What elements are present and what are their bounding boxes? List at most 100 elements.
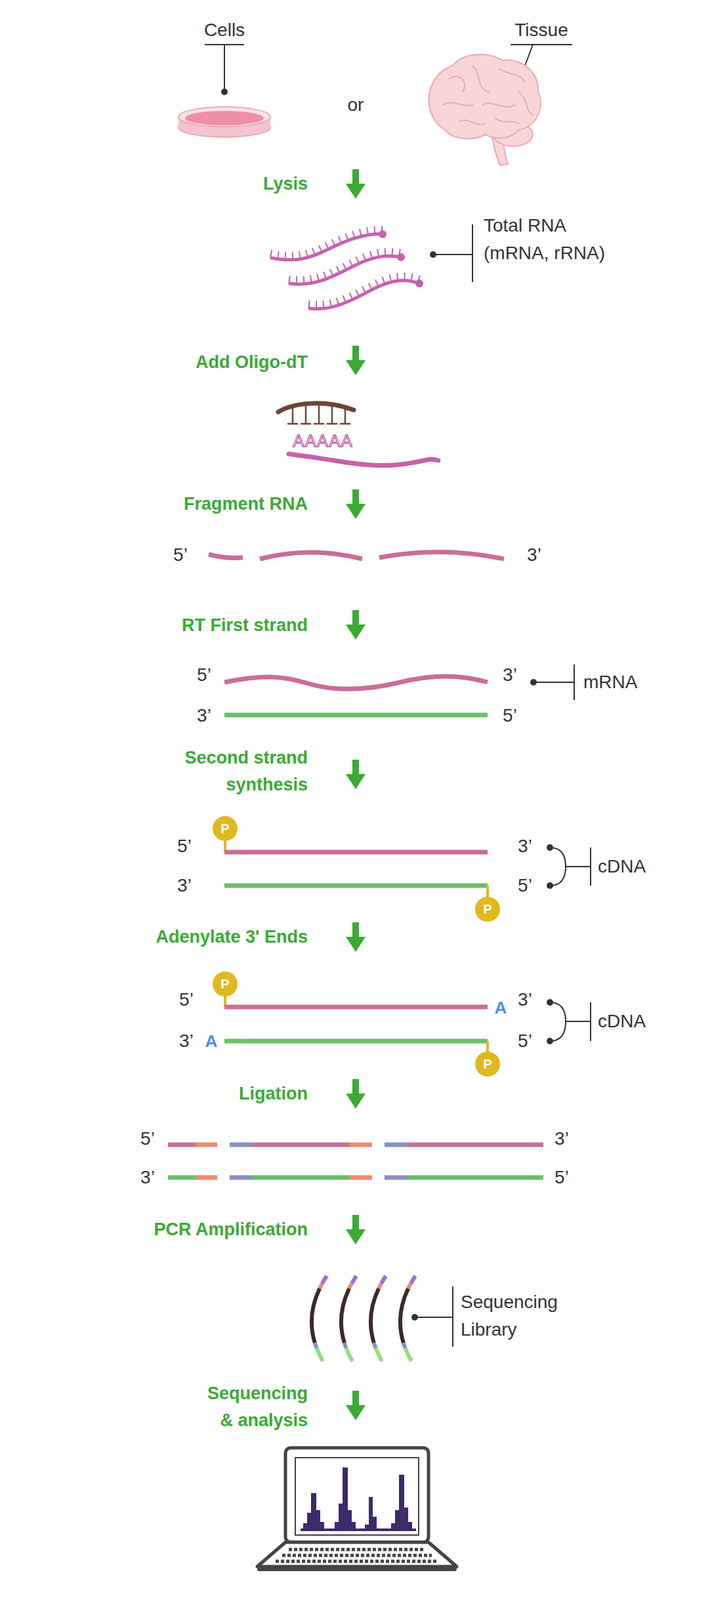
chart-bar — [408, 1522, 413, 1532]
adapter-segment — [349, 1143, 373, 1148]
strand-end: 3’ — [526, 541, 542, 569]
step-arrow — [345, 759, 366, 790]
laptop-screen — [285, 1448, 429, 1543]
library-strand — [311, 1276, 327, 1362]
chart-bar — [334, 1522, 339, 1532]
bracket — [549, 1002, 591, 1042]
library-strand — [370, 1276, 386, 1362]
bracket — [452, 1286, 454, 1348]
laptop-edge — [257, 1567, 457, 1572]
step-label: Add Oligo-dT — [195, 349, 308, 377]
strand-end: 3’ — [177, 872, 192, 900]
library-strand — [341, 1276, 357, 1362]
strand-end: 3’ — [196, 702, 212, 730]
callout-label: Sequencing Library — [460, 1288, 586, 1344]
cell-medium — [185, 110, 264, 126]
strand-end: 5’ — [140, 1125, 155, 1153]
chart-bar — [368, 1497, 373, 1532]
rna-fragment — [208, 551, 504, 560]
underline — [510, 43, 573, 46]
polya-tail: AAAAA — [292, 428, 354, 455]
screen-frame — [295, 1458, 419, 1536]
strand-end: 5’ — [517, 872, 533, 900]
strand-end: 5’ — [502, 702, 518, 730]
rna-end — [397, 253, 405, 262]
strand-end: 5’ — [196, 661, 212, 690]
bracket — [549, 847, 591, 886]
rna-bases — [270, 230, 383, 256]
adapter-segment — [195, 1175, 218, 1181]
library-strand — [370, 1276, 386, 1362]
step-arrow — [345, 922, 366, 953]
callout-label: cDNA — [597, 1007, 646, 1036]
library-fragments — [311, 1276, 416, 1362]
rna-bases — [308, 276, 420, 305]
phosphate — [212, 816, 238, 842]
chart-bar — [398, 1475, 405, 1532]
insert-segment — [252, 1175, 350, 1181]
insert-segment — [408, 1175, 544, 1181]
insert-segment — [167, 1175, 196, 1181]
chart-bar — [372, 1517, 377, 1532]
rna-end — [415, 279, 424, 288]
library-strand — [370, 1276, 386, 1362]
library-strand — [341, 1276, 357, 1362]
strand-end: 5’ — [173, 541, 188, 569]
rna-strand — [270, 234, 383, 260]
adenine-overhang: A — [494, 995, 508, 1022]
leader-line — [414, 1317, 453, 1319]
thymine-marks — [287, 404, 351, 424]
insert-segment — [408, 1143, 544, 1148]
oligo-dt-strand — [278, 403, 354, 413]
chart-bar — [404, 1507, 409, 1532]
phosphate-label: P — [220, 818, 230, 839]
library-strand — [311, 1276, 327, 1362]
insert-segment — [252, 1143, 350, 1148]
adapter-segment — [384, 1143, 409, 1148]
phosphate-stem — [486, 885, 489, 898]
heading-label: Tissue — [514, 16, 568, 44]
adapter-segment — [195, 1143, 218, 1148]
rna-strand — [308, 280, 420, 309]
phosphate-label: P — [220, 974, 230, 995]
bracket — [573, 664, 575, 701]
chart-bar — [391, 1523, 396, 1532]
step-label: Second strand synthesis — [156, 744, 308, 798]
step-label: PCR Amplification — [153, 1216, 308, 1244]
mrna-strand — [224, 676, 488, 690]
chart-bar — [338, 1504, 343, 1532]
callout-label: Total RNA (mRNA, rRNA) — [483, 211, 625, 268]
ligated-fragments — [167, 1145, 544, 1178]
step-arrow — [345, 489, 366, 520]
chart-bar — [364, 1525, 369, 1532]
step-arrow — [345, 345, 366, 376]
cdna-strand — [224, 850, 488, 856]
mrna-strand — [288, 454, 439, 466]
step-label: Fragment RNA — [183, 490, 308, 518]
rna-end — [378, 230, 387, 239]
step-arrow — [345, 1391, 366, 1421]
heading-label: Cells — [204, 16, 245, 44]
step-label: Ligation — [238, 1080, 308, 1108]
phosphate-label: P — [482, 1054, 492, 1075]
chart-bar — [320, 1522, 325, 1532]
strand-end: 3’ — [517, 832, 533, 861]
bracket — [471, 224, 474, 283]
chart-bar — [395, 1510, 399, 1532]
strand-end: 5’ — [177, 832, 192, 861]
adenine-overhang: A — [205, 1028, 218, 1055]
keyboard — [275, 1549, 439, 1562]
brain-gyri — [442, 65, 533, 125]
cdna-strand — [224, 1005, 488, 1010]
phosphate — [475, 897, 501, 922]
strand-end: 3’ — [140, 1164, 155, 1192]
callout-label: cDNA — [597, 853, 646, 881]
cdna-strand — [224, 1039, 488, 1045]
chart-bar — [311, 1493, 317, 1532]
step-label: Lysis — [263, 170, 308, 198]
library-strand — [311, 1276, 327, 1362]
step-label: Adenylate 3' Ends — [156, 923, 309, 951]
read-histogram — [300, 1467, 417, 1532]
leader-dot — [221, 88, 228, 96]
